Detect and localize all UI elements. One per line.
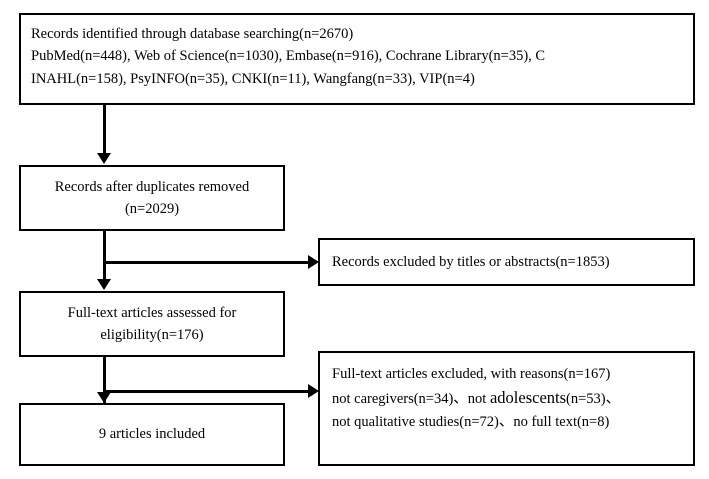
box-full-text-excluded-with-reasons: Full-text articles excluded, with reason… <box>318 351 695 466</box>
box-full-text-excluded-line1: Full-text articles excluded, with reason… <box>332 366 611 382</box>
box-articles-included: 9 articles included <box>19 403 285 466</box>
box-full-text-assessed-text: Full-text articles assessed for eligibil… <box>67 304 237 343</box>
connector-assessed-to-reasons-line-horizontal <box>103 390 313 393</box>
box-records-after-duplicates-removed-text: Records after duplicates removed (n=2029… <box>54 178 250 217</box>
connector-duplicates-to-excluded-line-horizontal <box>103 261 313 264</box>
connector-duplicates-to-excluded-arrow <box>308 255 319 269</box>
box-full-text-excluded-line3: not qualitative studies(n=72)、no full te… <box>332 414 610 431</box>
box-records-identified-text: Records identified through database sear… <box>31 26 546 87</box>
connector-assessed-to-reasons-line-vertical <box>103 357 106 393</box>
box-records-excluded-by-titles-text: Records excluded by titles or abstracts(… <box>332 253 610 270</box>
connector-assessed-to-reasons-arrow <box>308 384 319 398</box>
box-full-text-assessed: Full-text articles assessed for eligibil… <box>19 291 285 357</box>
connector-identified-to-duplicates-arrow <box>97 153 111 164</box>
box-records-after-duplicates-removed: Records after duplicates removed (n=2029… <box>19 165 285 231</box>
excluded-line2-part-c: (n=53)、 <box>566 391 621 408</box>
box-full-text-excluded-line2: not caregivers(n=34)、not adolescents(n=5… <box>332 385 687 411</box>
connector-identified-to-duplicates-line <box>103 105 106 154</box>
connector-duplicates-to-assessed-line <box>103 261 106 280</box>
excluded-line2-part-a: not caregivers(n=34)、not <box>332 391 490 408</box>
connector-duplicates-to-assessed-arrow <box>97 279 111 290</box>
box-records-identified: Records identified through database sear… <box>19 13 695 105</box>
connector-assessed-to-included-arrow <box>97 392 111 403</box>
excluded-line2-adolescents: adolescents <box>489 388 567 408</box>
box-articles-included-text: 9 articles included <box>98 426 206 443</box>
connector-duplicates-to-excluded-line-vertical <box>103 231 106 264</box>
box-records-excluded-by-titles: Records excluded by titles or abstracts(… <box>318 238 695 286</box>
